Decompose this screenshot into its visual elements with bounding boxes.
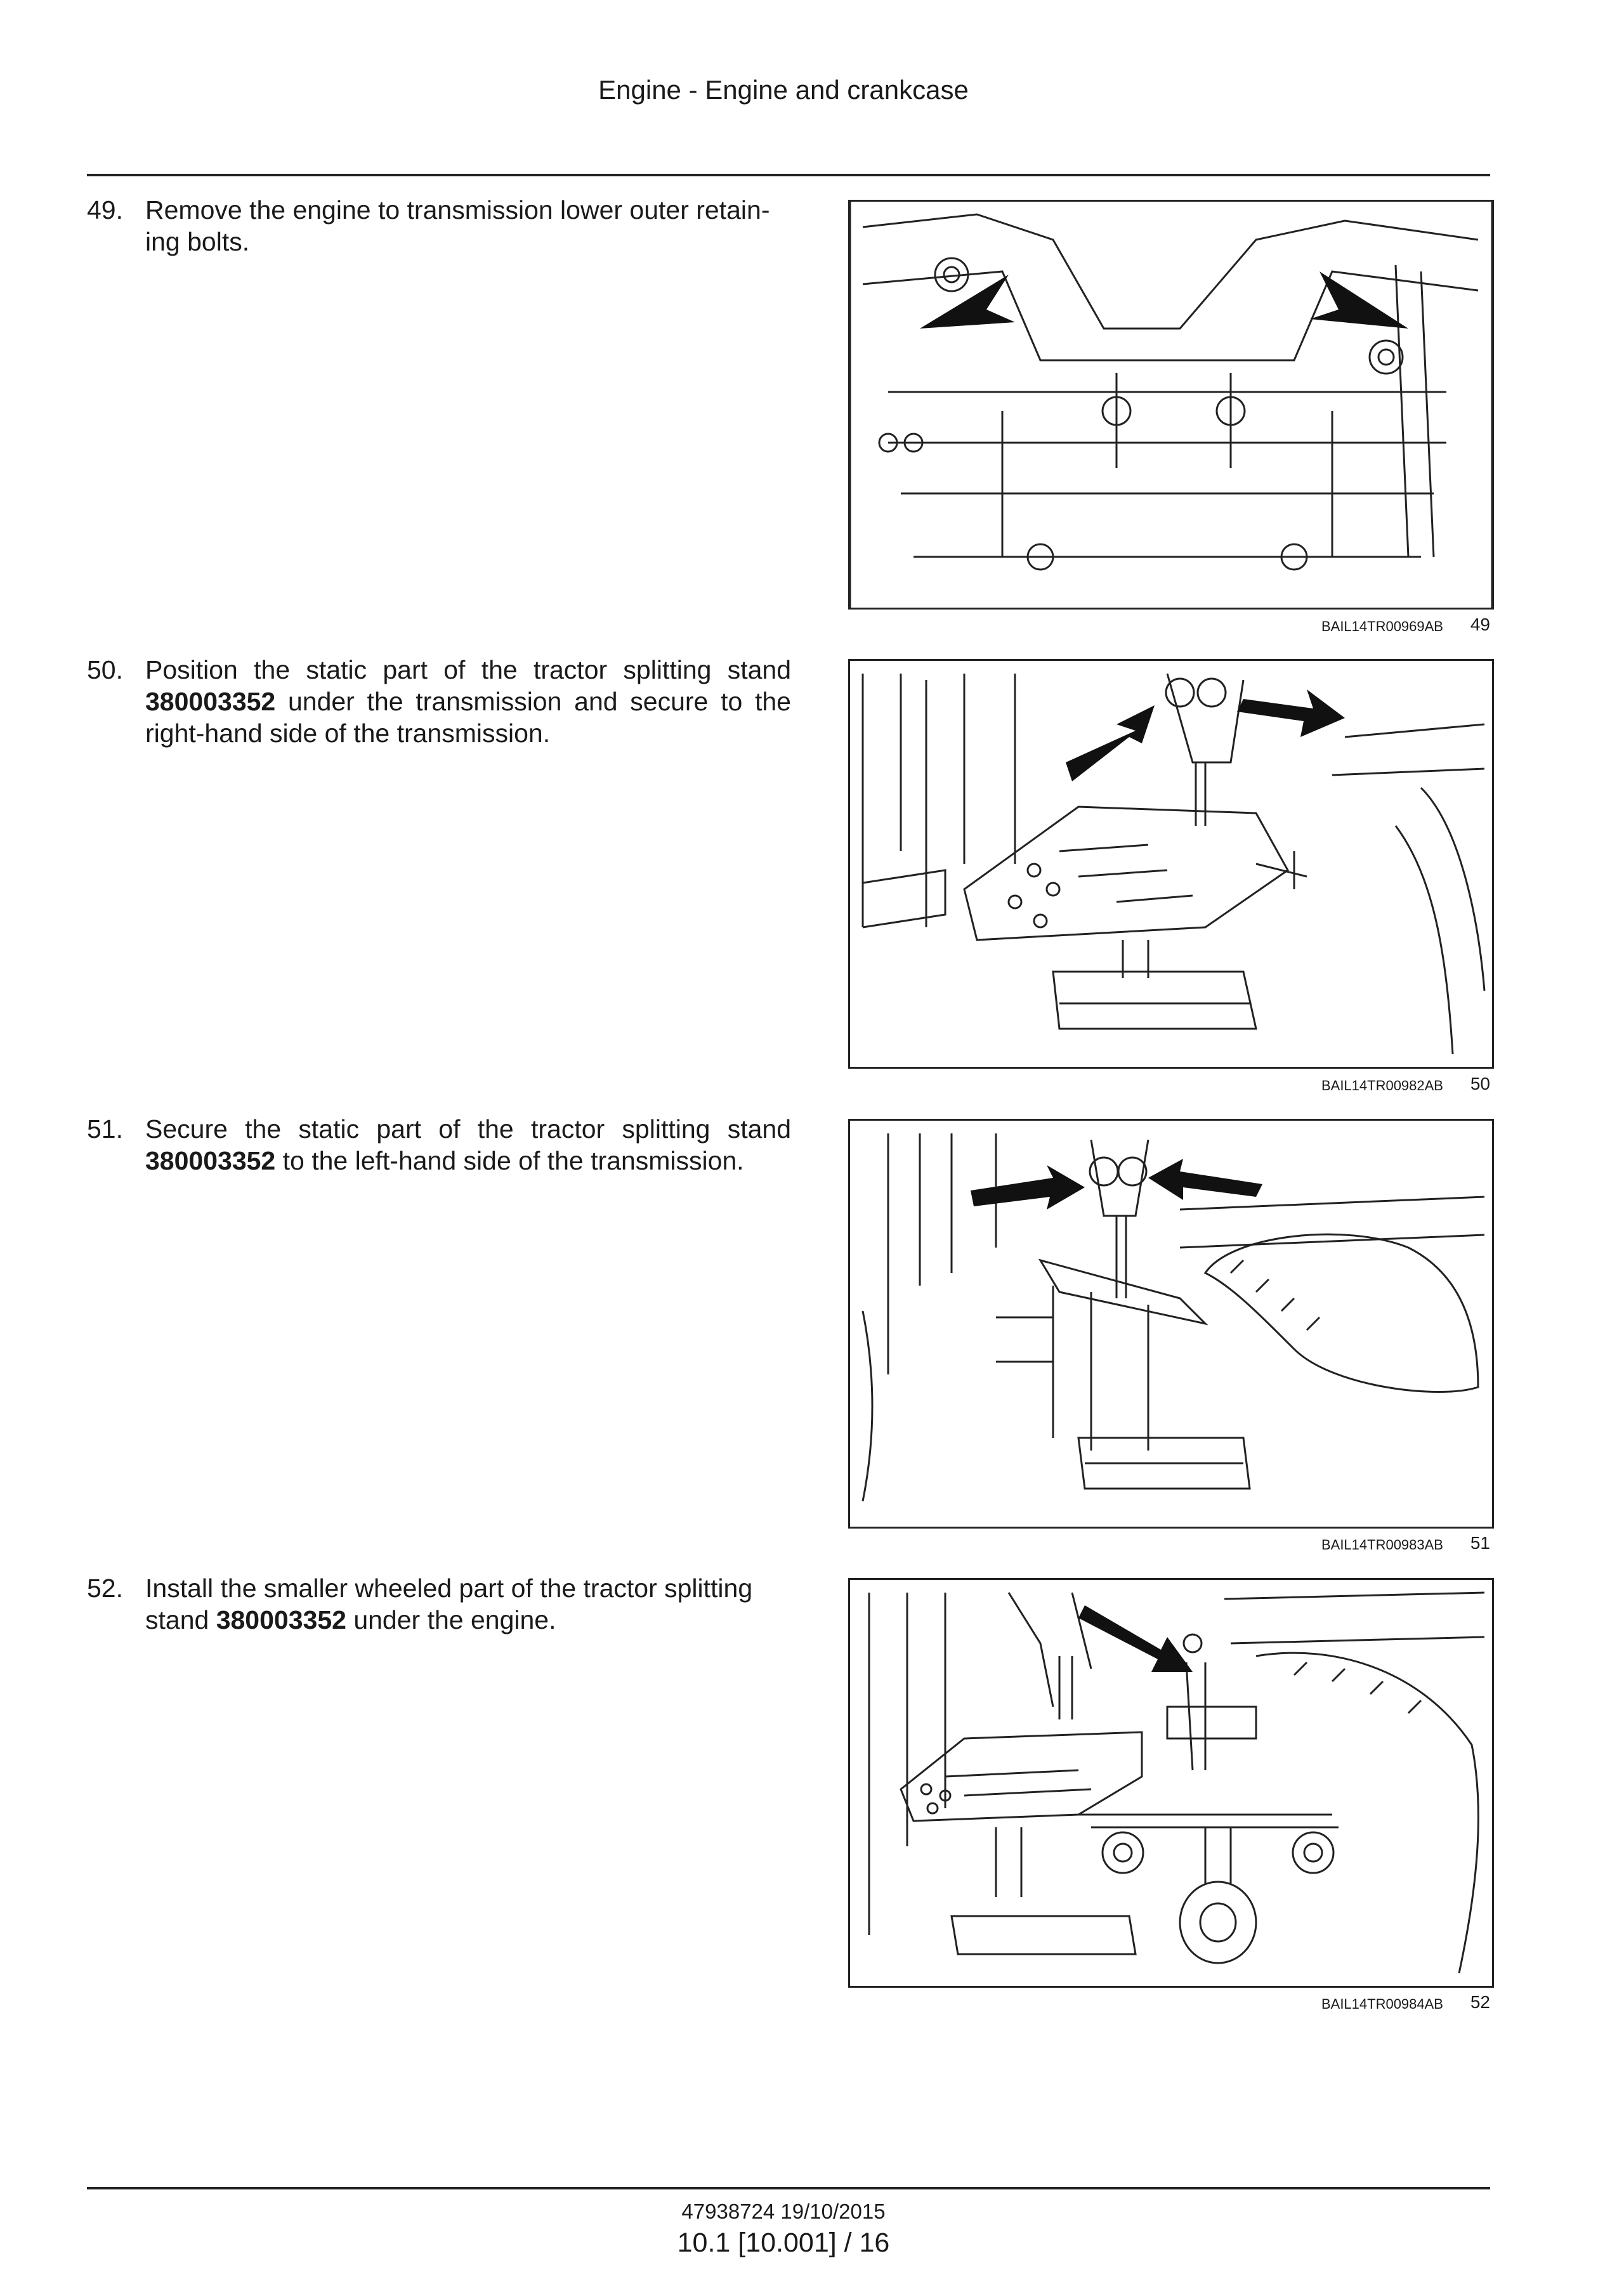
figure-number: 51 bbox=[1470, 1533, 1490, 1553]
page-header-title: Engine - Engine and crankcase bbox=[598, 75, 969, 105]
step-text: Remove the engine to transmission lower … bbox=[145, 195, 770, 256]
header-rule bbox=[87, 174, 1490, 176]
footer-document-info: 47938724 19/10/2015 bbox=[681, 2200, 886, 2223]
figure-number: 52 bbox=[1470, 1992, 1490, 2012]
figure-50-illustration bbox=[848, 659, 1494, 1069]
part-number: 380003352 bbox=[145, 1146, 276, 1175]
figure-number: 49 bbox=[1470, 615, 1490, 634]
step-number: 52. bbox=[87, 1574, 123, 1603]
step-text: Install the smaller wheeled part of the … bbox=[145, 1574, 753, 1634]
figure-code: BAIL14TR00983AB bbox=[1321, 1537, 1443, 1553]
figure-52-illustration bbox=[848, 1578, 1494, 1988]
footer-rule bbox=[87, 2187, 1490, 2189]
step-50: 50. Position the static part of the trac… bbox=[87, 654, 791, 749]
step-text: Secure the static part of the tractor sp… bbox=[145, 1114, 791, 1175]
step-number: 49. bbox=[87, 195, 123, 225]
part-number: 380003352 bbox=[216, 1605, 346, 1634]
figure-number: 50 bbox=[1470, 1074, 1490, 1093]
figure-code: BAIL14TR00984AB bbox=[1321, 1996, 1443, 2012]
figure-51-illustration bbox=[848, 1119, 1494, 1529]
figure-code: BAIL14TR00969AB bbox=[1321, 618, 1443, 634]
part-number: 380003352 bbox=[145, 687, 276, 716]
figure-49-illustration bbox=[848, 200, 1494, 610]
step-number: 51. bbox=[87, 1114, 123, 1144]
step-text: Position the static part of the tractor … bbox=[145, 655, 791, 748]
step-number: 50. bbox=[87, 655, 123, 684]
figure-code: BAIL14TR00982AB bbox=[1321, 1078, 1443, 1093]
step-51: 51. Secure the static part of the tracto… bbox=[87, 1113, 791, 1177]
step-49: 49. Remove the engine to transmission lo… bbox=[87, 194, 791, 258]
footer-page-number: 10.1 [10.001] / 16 bbox=[677, 2228, 890, 2258]
step-52: 52. Install the smaller wheeled part of … bbox=[87, 1572, 791, 1636]
